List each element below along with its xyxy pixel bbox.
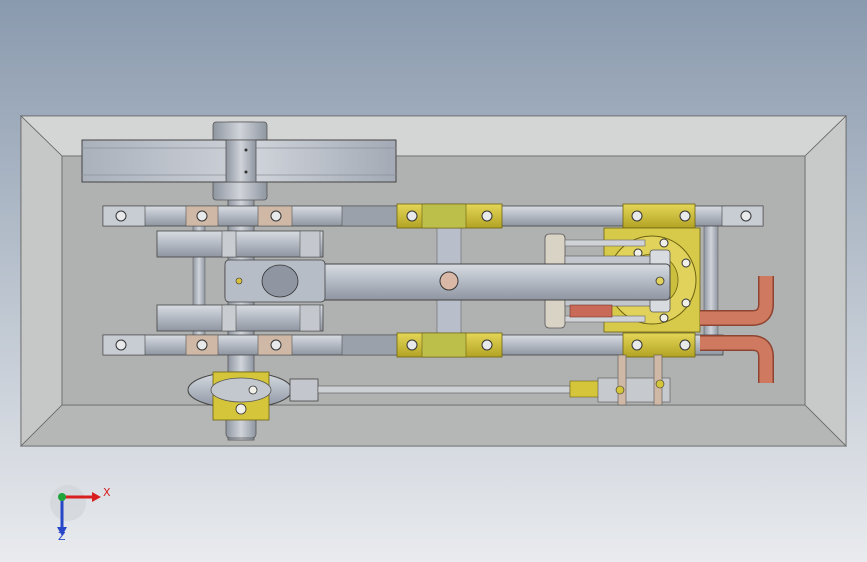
- eccentric-bolt: [235, 403, 247, 415]
- z-axis-label: Z: [58, 530, 66, 543]
- bolt-hole: [115, 210, 127, 222]
- rail-lower-segment: [341, 334, 399, 356]
- x-axis-label: X: [103, 486, 111, 499]
- pipe-upper: [700, 276, 773, 325]
- hub-mark: [244, 148, 248, 152]
- web-tip-upper: [299, 230, 321, 258]
- flange-bolt: [681, 298, 691, 308]
- bolt-hole: [270, 339, 282, 351]
- flange-bolt: [659, 313, 669, 323]
- valve-gear[interactable]: [187, 354, 671, 421]
- rail-upper-segment: [341, 205, 399, 227]
- cylinder-assembly[interactable]: [544, 227, 701, 333]
- bolt-hole: [740, 210, 752, 222]
- flywheel-hub: [225, 139, 257, 183]
- bolt-hole: [196, 339, 208, 351]
- flange-bolt: [681, 258, 691, 268]
- frame-rail-upper[interactable]: [102, 203, 764, 229]
- valve-spindle: [653, 354, 663, 406]
- valve-spindle: [617, 354, 627, 406]
- bolt-hole: [196, 210, 208, 222]
- tray-wall-bottom: [20, 404, 847, 447]
- bolt-hole: [631, 210, 643, 222]
- coordinate-triad: [50, 485, 101, 536]
- bolt-hole: [481, 339, 493, 351]
- valve-rod: [317, 385, 571, 394]
- guide-rod: [564, 239, 646, 247]
- bolt-hole: [679, 339, 691, 351]
- flywheel[interactable]: [81, 139, 397, 183]
- small-end-pin: [655, 276, 665, 286]
- valve-clevis: [569, 380, 601, 398]
- bolt-hole: [406, 210, 418, 222]
- bolt-hole: [481, 210, 493, 222]
- bolt-hole: [679, 210, 691, 222]
- linkage-pin: [615, 385, 625, 395]
- frame-rail-lower[interactable]: [102, 332, 724, 358]
- eccentric-disc: [210, 377, 272, 403]
- tray-wall-left: [20, 115, 63, 447]
- web-boss-upper: [221, 230, 237, 258]
- bolt-hole: [270, 210, 282, 222]
- shaft-collar-mid: [212, 179, 268, 201]
- web-tip-lower: [299, 304, 321, 332]
- connecting-rod[interactable]: [224, 259, 671, 303]
- linkage-pin: [655, 379, 665, 389]
- rod-center-pin: [439, 271, 459, 291]
- x-axis-arrow: [92, 492, 101, 502]
- bolt-hole: [631, 339, 643, 351]
- steam-pipes[interactable]: [700, 276, 774, 383]
- brass-bearing-center-cap: [421, 203, 467, 229]
- bolt-hole: [115, 339, 127, 351]
- crank-web-upper: [156, 230, 324, 258]
- pipe-lower: [700, 336, 773, 383]
- valve-rod-end: [289, 378, 319, 402]
- crank-web-lower: [156, 304, 324, 332]
- big-end-bearing: [261, 264, 299, 298]
- triad-origin: [58, 493, 66, 501]
- triad-shadow: [50, 485, 86, 521]
- hub-mark-lower: [244, 170, 248, 174]
- copper-feed: [569, 304, 613, 318]
- eccentric-pin: [248, 385, 258, 395]
- crank-webs[interactable]: [156, 230, 324, 332]
- bolt-hole: [406, 339, 418, 351]
- y-axis-arrow: [57, 527, 67, 536]
- brass-bearing-center-lower-cap: [421, 332, 467, 358]
- tray-wall-right: [804, 115, 847, 447]
- cross-rod-right: [703, 219, 719, 351]
- flange-bolt: [659, 238, 669, 248]
- web-boss-lower: [221, 304, 237, 332]
- big-end-pin: [235, 277, 243, 285]
